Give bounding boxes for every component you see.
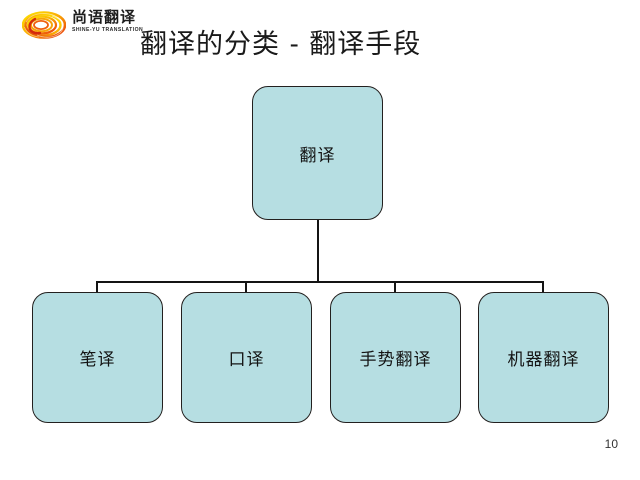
tree-node-root[interactable]: 翻译 xyxy=(252,86,383,220)
page-title: 翻译的分类 - 翻译手段 xyxy=(140,29,422,60)
tree-node-label: 翻译 xyxy=(299,145,336,166)
tree-node-leaf-2[interactable]: 手势翻译 xyxy=(330,292,461,423)
tree-node-leaf-3[interactable]: 机器翻译 xyxy=(478,292,609,423)
connector-drop-1 xyxy=(245,281,247,293)
brand-name-en: SHINE-YU TRANSLATION xyxy=(72,27,144,33)
brand-wordmark: 尚语翻译 SHINE-YU TRANSLATION xyxy=(72,9,150,34)
tree-node-label: 机器翻译 xyxy=(507,350,580,370)
tree-node-leaf-0[interactable]: 笔译 xyxy=(32,292,163,423)
connector-drop-2 xyxy=(394,281,396,293)
tree-node-label: 笔译 xyxy=(79,350,116,370)
page-number: 10 xyxy=(604,437,618,451)
connector-drop-0 xyxy=(96,281,98,293)
connector-horizontal-bus xyxy=(96,281,544,283)
tree-node-label: 口译 xyxy=(228,350,265,370)
connector-drop-3 xyxy=(542,281,544,293)
tree-node-leaf-1[interactable]: 口译 xyxy=(181,292,312,423)
spiral-swirl-logo-icon xyxy=(21,10,67,40)
brand-logo: 尚语翻译 SHINE-YU TRANSLATION xyxy=(21,6,150,46)
connector-root-stem xyxy=(317,220,319,282)
tree-node-label: 手势翻译 xyxy=(359,350,432,370)
brand-name-cn: 尚语翻译 xyxy=(72,8,137,26)
